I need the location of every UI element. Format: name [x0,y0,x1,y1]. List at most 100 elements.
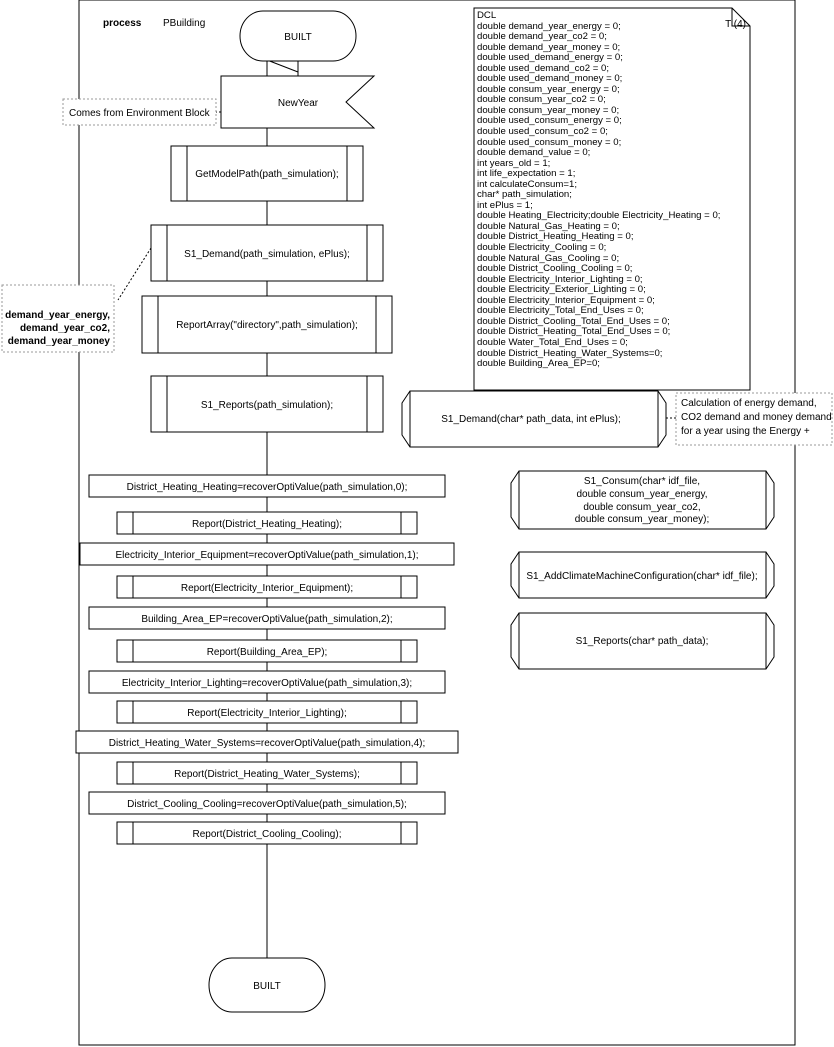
dcl-declaration-line: double District_Heating_Water_Systems=0; [477,347,663,359]
get-model-path-label: GetModelPath(path_simulation); [195,169,338,180]
procedure-s1-reports-label: S1_Reports(char* path_data); [576,636,709,647]
start-connector [266,59,299,73]
dcl-declaration-line: double demand_year_money = 0; [477,41,621,53]
dcl-declaration-line: double Water_Total_End_Uses = 0; [477,336,628,348]
comment-environment: Comes from Environment Block [62,98,221,126]
dcl-declaration-line: double demand_value = 0; [477,147,591,159]
dcl-declaration-line: int calculateConsum=1; [477,178,577,190]
dcl-declaration-line: double Electricity_Interior_Lighting = 0… [477,273,643,285]
comment-demand-vars: demand_year_energy, demand_year_co2, dem… [1,247,152,353]
report-building-area-ep[interactable]: Report(Building_Area_EP); [116,639,418,663]
procedure-def-s1-reports[interactable]: S1_Reports(char* path_data); [510,612,775,670]
procedure-def-s1-add-climate[interactable]: S1_AddClimateMachineConfiguration(char* … [510,551,775,599]
dcl-declaration-line: double Electricity_Total_End_Uses = 0; [477,305,644,317]
dcl-declaration-line: int years_old = 1; [477,157,551,169]
report-5-label: Report(District_Heating_Water_Systems); [174,769,360,780]
signal-input-label: NewYear [278,98,319,109]
comment-energy-line-1: Calculation of energy demand, [681,398,817,409]
report-district-heating-heating[interactable]: Report(District_Heating_Heating); [116,511,418,535]
dcl-declaration-line: double Electricity_Exterior_Lighting = 0… [477,284,646,296]
dcl-declaration-line: double Natural_Gas_Heating = 0; [477,220,620,232]
dcl-declaration-line: double Electricity_Cooling = 0; [477,242,607,254]
dcl-declaration-line: int life_expectation = 1; [477,168,576,180]
start-state[interactable]: BUILT [239,10,357,62]
dcl-declaration-line: double Heating_Electricity;double Electr… [477,210,721,222]
dcl-declaration-line: double used_demand_energy = 0; [477,52,623,64]
dcl-box-outline [473,7,751,391]
procedure-s1-add-climate-label: S1_AddClimateMachineConfiguration(char* … [526,571,757,582]
task-4-label: Electricity_Interior_Lighting=recoverOpt… [122,678,412,689]
procedure-def-s1-consum[interactable]: S1_Consum(char* idf_file, double consum_… [510,470,775,530]
dcl-declaration-line: double used_demand_money = 0; [477,73,623,85]
dcl-declaration-line: double District_Heating_Heating = 0; [477,231,634,243]
s1-reports-label: S1_Reports(path_simulation); [201,400,333,411]
report-4-label: Report(Electricity_Interior_Lighting); [187,708,347,719]
report-electricity-interior-equipment[interactable]: Report(Electricity_Interior_Equipment); [116,575,418,599]
comment-energy-line-2: CO2 demand and money demand [681,412,832,423]
procedure-s1-consum-line-3: double consum_year_co2, [583,502,700,513]
task-6-label: District_Cooling_Cooling=recoverOptiValu… [127,799,407,810]
end-state[interactable]: BUILT [208,957,326,1013]
task-district-heating-water-systems[interactable]: District_Heating_Water_Systems=recoverOp… [75,730,459,754]
report-2-label: Report(Electricity_Interior_Equipment); [181,583,353,594]
report-1-label: Report(District_Heating_Heating); [192,519,342,530]
comment-energy-calc: Calculation of energy demand, CO2 demand… [666,392,833,446]
task-district-cooling-cooling[interactable]: District_Cooling_Cooling=recoverOptiValu… [88,791,446,815]
comment-demand-line-2: demand_year_co2, [20,323,110,334]
task-building-area-ep[interactable]: Building_Area_EP=recoverOptiValue(path_s… [88,606,446,630]
report-array-call[interactable]: ReportArray("directory",path_simulation)… [141,295,393,354]
comment-demand-line-3: demand_year_money [8,336,111,347]
comment-demand-line-1: demand_year_energy, [5,310,110,321]
dcl-declaration-line: double used_demand_co2 = 0; [477,62,610,74]
task-5-label: District_Heating_Water_Systems=recoverOp… [109,738,426,749]
report-array-label: ReportArray("directory",path_simulation)… [176,320,358,331]
dcl-declaration-line: double demand_year_co2 = 0; [477,31,607,43]
get-model-path-call[interactable]: GetModelPath(path_simulation); [170,145,364,202]
task-2-label: Electricity_Interior_Equipment=recoverOp… [115,550,418,561]
dcl-keyword: DCL [477,10,497,21]
dcl-declaration-line: double consum_year_money = 0; [477,104,620,116]
dcl-declaration-line: double District_Cooling_Cooling = 0; [477,263,633,275]
dcl-declaration-line: double Building_Area_EP=0; [477,358,600,370]
task-electricity-interior-equipment[interactable]: Electricity_Interior_Equipment=recoverOp… [79,542,455,566]
dcl-declaration-line: double used_consum_money = 0; [477,136,622,148]
dcl-declaration-line: double District_Heating_Total_End_Uses =… [477,326,671,338]
dcl-declaration-line: double District_Cooling_Total_End_Uses =… [477,315,670,327]
s1-demand-label: S1_Demand(path_simulation, ePlus); [184,249,350,260]
task-1-label: District_Heating_Heating=recoverOptiValu… [127,482,408,493]
process-name: PBuilding [163,18,205,29]
procedure-s1-consum-line-1: S1_Consum(char* idf_file, [584,476,700,487]
dcl-declaration-line: double consum_year_energy = 0; [477,83,620,95]
task-electricity-interior-lighting[interactable]: Electricity_Interior_Lighting=recoverOpt… [88,670,446,694]
dcl-declaration-line: int ePlus = 1; [477,199,533,211]
dcl-declaration-line: double Natural_Gas_Cooling = 0; [477,252,620,264]
procedure-def-s1-demand[interactable]: S1_Demand(char* path_data, int ePlus); [401,390,667,448]
dcl-declaration-line: double demand_year_energy = 0; [477,20,621,32]
report-district-cooling-cooling[interactable]: Report(District_Cooling_Cooling); [116,821,418,845]
report-6-label: Report(District_Cooling_Cooling); [193,829,342,840]
process-keyword: process [103,18,142,29]
signal-input-newyear[interactable]: NewYear [220,75,376,129]
page-reference: T (4) [725,19,746,30]
end-state-label: BUILT [253,981,281,992]
report-district-heating-water-systems[interactable]: Report(District_Heating_Water_Systems); [116,761,418,785]
s1-reports-call[interactable]: S1_Reports(path_simulation); [150,375,384,433]
dcl-declaration-line: char* path_simulation; [477,189,572,201]
task-district-heating-heating[interactable]: District_Heating_Heating=recoverOptiValu… [88,474,446,498]
dcl-declaration-line: double used_consum_co2 = 0; [477,126,608,138]
report-3-label: Report(Building_Area_EP); [207,647,328,658]
s1-demand-call[interactable]: S1_Demand(path_simulation, ePlus); [150,224,384,282]
page-frame [78,0,796,1046]
procedure-s1-demand-label: S1_Demand(char* path_data, int ePlus); [441,414,621,425]
report-electricity-interior-lighting[interactable]: Report(Electricity_Interior_Lighting); [116,700,418,724]
task-3-label: Building_Area_EP=recoverOptiValue(path_s… [141,614,392,625]
start-state-label: BUILT [284,32,312,43]
comment-energy-line-3: for a year using the Energy + [681,426,810,437]
procedure-s1-consum-line-2: double consum_year_energy, [576,489,707,500]
comment-environment-text: Comes from Environment Block [69,108,211,119]
dcl-declaration-line: double consum_year_co2 = 0; [477,94,606,106]
procedure-s1-consum-line-4: double consum_year_money); [575,514,710,525]
dcl-declaration-line: double used_consum_energy = 0; [477,115,622,127]
